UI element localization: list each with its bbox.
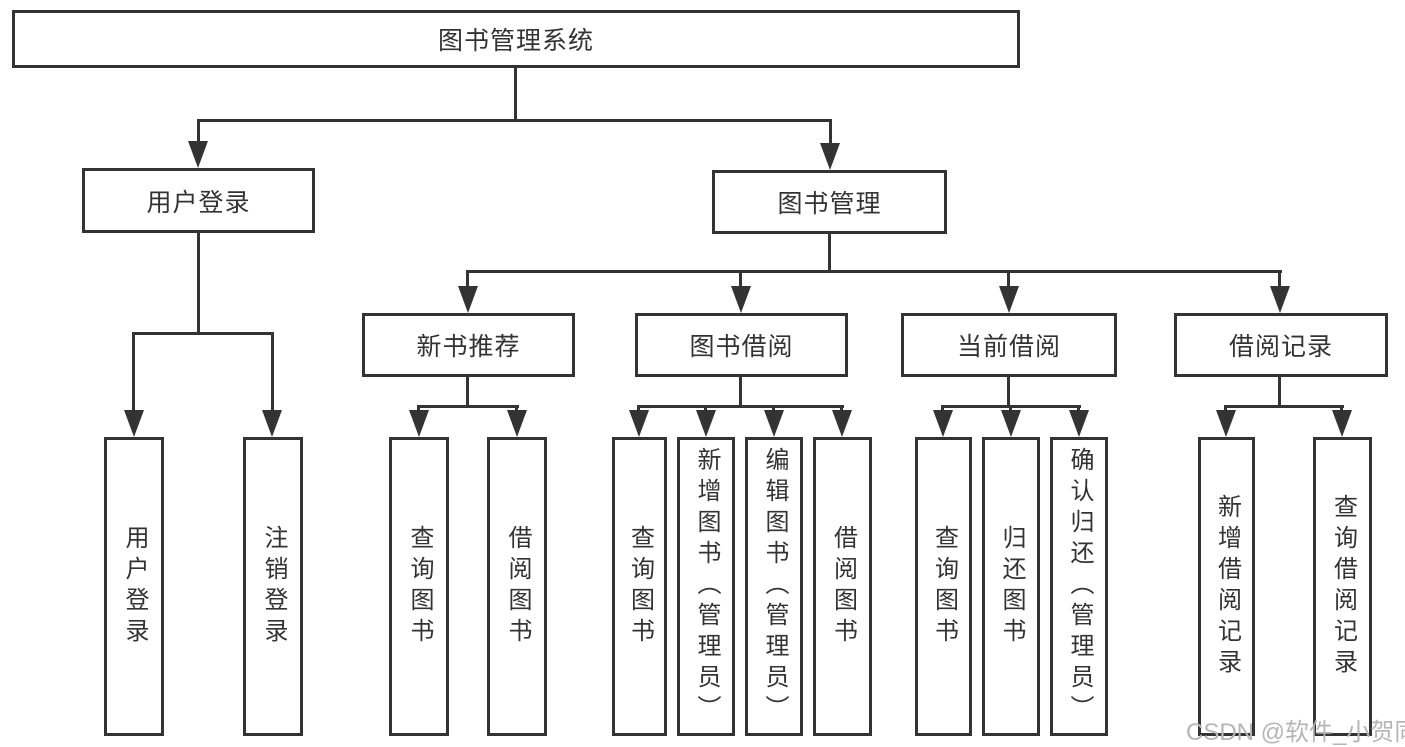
connector-userlogin-bar xyxy=(132,332,274,335)
connector-drop-leaf-logout xyxy=(271,332,274,412)
connector-drop-bb-borrow xyxy=(840,405,843,413)
arrowhead-bb-edit xyxy=(764,410,784,437)
leaf-add-borrow-record: 新增借阅记录 xyxy=(1198,437,1255,736)
node-borrowing-records: 借阅记录 xyxy=(1174,313,1388,377)
leaf-user-login: 用户登录 xyxy=(104,437,164,736)
arrowhead-user-login xyxy=(188,141,208,168)
arrowhead-br-query xyxy=(1332,410,1352,437)
connector-drop-nb-query xyxy=(417,405,420,413)
connector-bookborrow-bar xyxy=(637,405,844,408)
connector-drop-br-add xyxy=(1224,405,1227,413)
connector-drop-current-borrow xyxy=(1007,270,1010,288)
leaf-borrow-books-newbooks: 借阅图书 xyxy=(487,437,547,736)
connector-drop-user-login xyxy=(197,119,200,145)
leaf-query-books-newbooks: 查询图书 xyxy=(389,437,449,736)
connector-bookborrow-stem xyxy=(739,376,742,407)
node-root-library-system: 图书管理系统 xyxy=(12,10,1020,68)
arrowhead-cb-query xyxy=(933,410,953,437)
connector-drop-bb-query xyxy=(637,405,640,413)
leaf-logout: 注销登录 xyxy=(243,437,303,736)
arrowhead-leaf-login xyxy=(124,410,144,437)
node-current-borrowing: 当前借阅 xyxy=(901,313,1117,377)
node-book-management: 图书管理 xyxy=(712,170,947,234)
arrowhead-borrow-records xyxy=(1270,286,1290,313)
connector-drop-book-borrow xyxy=(739,270,742,288)
connector-drop-leaf-login xyxy=(132,332,135,412)
leaf-return-books: 归还图书 xyxy=(982,437,1040,736)
arrowhead-nb-borrow xyxy=(507,410,527,437)
arrowhead-bb-add xyxy=(696,410,716,437)
arrowhead-cb-confirm xyxy=(1069,410,1089,437)
connector-newbooks-bar xyxy=(417,405,519,408)
connector-drop-bb-edit xyxy=(772,405,775,413)
leaf-add-books-admin: 新增图书（管理员） xyxy=(677,437,735,736)
leaf-query-books-borrowing: 查询图书 xyxy=(612,437,667,736)
connector-drop-new-books xyxy=(466,270,469,288)
leaf-query-books-current: 查询图书 xyxy=(915,437,972,736)
connector-drop-borrow-records xyxy=(1278,270,1281,288)
arrowhead-bb-query xyxy=(629,410,649,437)
connector-drop-cb-query xyxy=(941,405,944,413)
arrowhead-nb-query xyxy=(409,410,429,437)
node-new-book-recommend: 新书推荐 xyxy=(362,313,575,377)
arrowhead-br-add xyxy=(1216,410,1236,437)
connector-bookmgmt-bar xyxy=(466,270,1282,273)
leaf-confirm-return-admin: 确认归还（管理员） xyxy=(1050,437,1108,736)
connector-newbooks-stem xyxy=(466,376,469,407)
arrowhead-current-borrow xyxy=(999,286,1019,313)
node-book-borrowing: 图书借阅 xyxy=(635,313,848,377)
connector-drop-bb-add xyxy=(704,405,707,413)
connector-currentborrow-stem xyxy=(1007,376,1010,407)
connector-borrowrecords-stem xyxy=(1278,376,1281,407)
leaf-query-borrow-record: 查询借阅记录 xyxy=(1313,437,1372,736)
arrowhead-book-mgmt xyxy=(820,143,840,170)
connector-borrowrecords-bar xyxy=(1225,405,1344,408)
leaf-borrow-books-borrowing: 借阅图书 xyxy=(813,437,872,736)
node-user-login: 用户登录 xyxy=(82,168,315,233)
connector-root-stem xyxy=(514,67,517,121)
leaf-edit-books-admin: 编辑图书（管理员） xyxy=(745,437,803,736)
connector-bookmgmt-stem xyxy=(828,233,831,273)
connector-drop-cb-confirm xyxy=(1077,405,1080,413)
arrowhead-new-books xyxy=(458,286,478,313)
connector-root-bar xyxy=(197,119,832,122)
arrowhead-book-borrow xyxy=(731,286,751,313)
arrowhead-leaf-logout xyxy=(262,410,282,437)
connector-drop-cb-return xyxy=(1009,405,1012,413)
connector-drop-nb-borrow xyxy=(515,405,518,413)
csdn-watermark: CSDN @软件_小贺同学 xyxy=(1186,719,1405,746)
connector-drop-br-query xyxy=(1340,405,1343,413)
arrowhead-cb-return xyxy=(1001,410,1021,437)
arrowhead-bb-borrow xyxy=(832,410,852,437)
connector-drop-book-mgmt xyxy=(829,119,832,147)
connector-userlogin-stem xyxy=(197,232,200,334)
